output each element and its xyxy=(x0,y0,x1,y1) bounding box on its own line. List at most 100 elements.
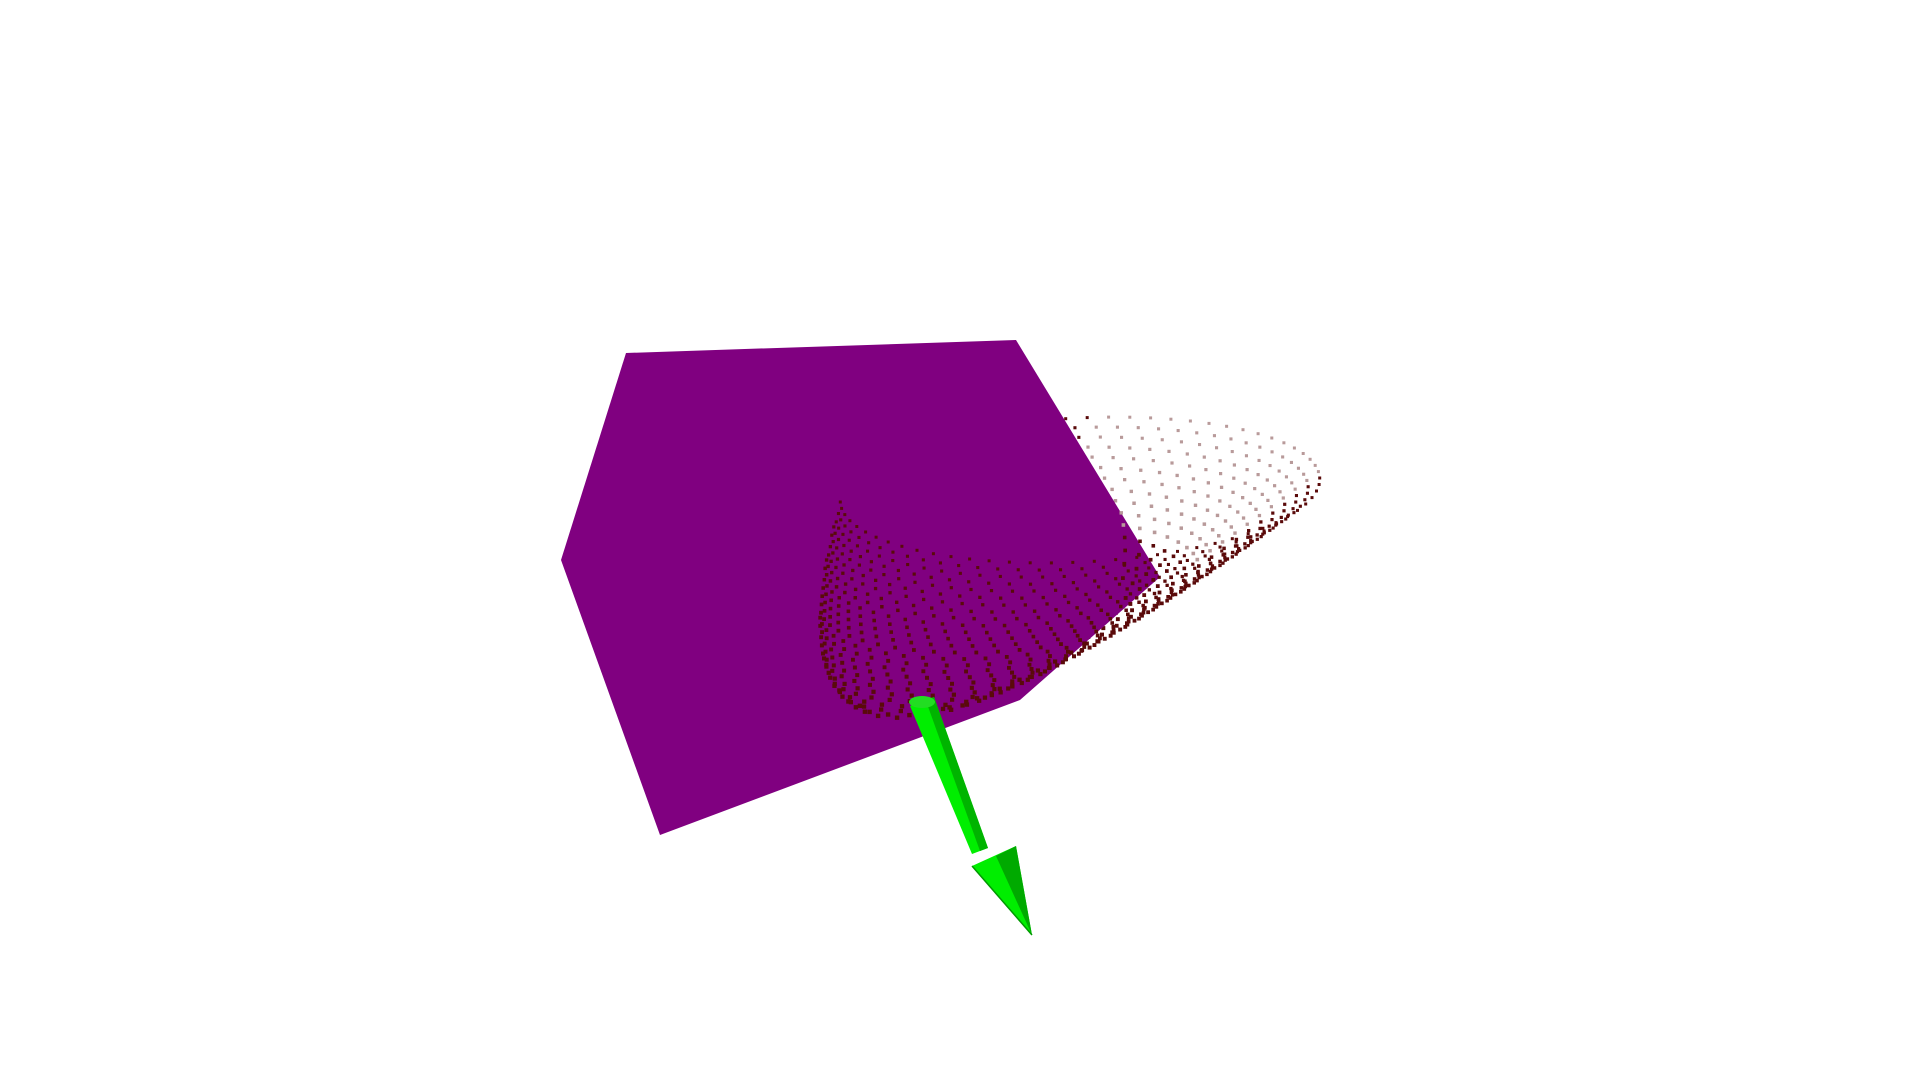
point-cloud-point xyxy=(1167,449,1171,453)
point-cloud-point xyxy=(884,651,888,656)
point-cloud-point xyxy=(1110,487,1114,492)
point-cloud-point xyxy=(1209,555,1214,559)
point-cloud-point xyxy=(1313,463,1317,467)
point-cloud-point xyxy=(1019,680,1024,686)
point-cloud-point xyxy=(950,681,954,686)
point-cloud-point xyxy=(930,693,935,698)
point-cloud-point xyxy=(958,594,962,598)
point-cloud-point xyxy=(1169,575,1173,580)
point-cloud-point xyxy=(859,622,863,627)
point-cloud-point xyxy=(1069,650,1074,655)
point-cloud-point xyxy=(859,630,864,635)
point-cloud-point xyxy=(1075,633,1080,638)
point-cloud-point xyxy=(834,565,838,570)
point-cloud-point xyxy=(877,554,881,558)
point-cloud-point xyxy=(1025,677,1030,682)
point-cloud-point xyxy=(842,543,846,548)
point-cloud-point xyxy=(944,663,949,668)
point-cloud-point xyxy=(1126,612,1130,617)
point-cloud-point xyxy=(858,555,862,559)
point-cloud-point xyxy=(888,582,892,587)
point-cloud-point xyxy=(867,709,872,715)
point-cloud-point xyxy=(1238,548,1242,552)
point-cloud-point xyxy=(1258,526,1262,531)
fitted-plane[interactable] xyxy=(561,340,1160,835)
point-cloud-point xyxy=(891,638,895,642)
arrow-shaft-cap xyxy=(909,696,935,708)
point-cloud-point xyxy=(1140,613,1144,618)
point-cloud-point xyxy=(865,600,870,605)
point-cloud-point xyxy=(903,617,907,622)
point-cloud-point xyxy=(1032,609,1037,613)
point-cloud-point xyxy=(985,630,989,635)
point-cloud-point xyxy=(1062,574,1066,578)
arrow-shaft-shade xyxy=(926,697,988,851)
point-cloud-point xyxy=(1108,595,1113,599)
point-cloud-point xyxy=(1028,657,1033,662)
point-cloud-point xyxy=(1124,608,1128,612)
point-cloud-point xyxy=(882,665,887,670)
point-cloud-point xyxy=(836,537,841,542)
point-cloud-point xyxy=(847,538,851,542)
point-cloud-point xyxy=(1223,519,1228,523)
point-cloud-point xyxy=(1294,500,1298,504)
point-cloud-point xyxy=(822,641,827,646)
point-cloud-point xyxy=(822,578,827,582)
point-cloud-point xyxy=(1142,593,1147,597)
point-cloud-point xyxy=(1154,605,1159,609)
point-cloud-point xyxy=(1012,674,1017,679)
point-cloud-point xyxy=(971,680,976,685)
point-cloud-point xyxy=(1292,511,1296,515)
point-cloud-point xyxy=(1094,425,1098,429)
point-cloud-point xyxy=(822,656,827,661)
point-cloud-point xyxy=(1261,526,1265,530)
point-cloud-point xyxy=(1154,595,1158,600)
point-cloud-point xyxy=(840,660,845,665)
point-cloud-point xyxy=(1129,614,1133,619)
point-cloud-point xyxy=(1084,592,1088,597)
point-cloud-point xyxy=(855,673,860,678)
point-cloud-point xyxy=(983,656,988,661)
point-cloud-point xyxy=(1318,476,1322,480)
point-cloud-point xyxy=(1135,555,1139,559)
point-cloud-point xyxy=(1247,529,1251,533)
normal-vector-arrow[interactable] xyxy=(909,696,1033,936)
point-cloud-point xyxy=(1110,621,1114,625)
point-cloud-point xyxy=(1266,498,1270,502)
point-cloud-point xyxy=(1274,521,1278,525)
point-cloud-point xyxy=(819,602,824,607)
point-cloud-point xyxy=(926,635,930,639)
point-cloud-point xyxy=(1079,611,1083,616)
point-cloud-point xyxy=(1151,544,1156,548)
point-cloud-point xyxy=(1270,518,1274,522)
point-cloud-point xyxy=(1204,542,1208,547)
point-cloud-point xyxy=(1097,585,1101,589)
point-cloud-point xyxy=(823,600,827,605)
point-cloud-point xyxy=(981,603,985,607)
point-cloud-point xyxy=(921,655,925,660)
point-cloud-point xyxy=(942,669,947,674)
point-cloud-point xyxy=(861,582,865,586)
point-cloud-point xyxy=(969,587,973,592)
point-cloud-point xyxy=(989,691,994,696)
point-cloud-point xyxy=(928,642,933,647)
point-cloud-point xyxy=(857,535,861,539)
point-cloud-point xyxy=(1056,637,1060,642)
point-cloud-point xyxy=(828,623,832,627)
point-cloud-point xyxy=(1066,619,1070,623)
point-cloud-point xyxy=(841,571,845,575)
point-cloud-point xyxy=(1054,588,1058,592)
point-cloud-point xyxy=(1281,496,1285,500)
point-cloud-point xyxy=(1175,571,1180,575)
point-cloud-point xyxy=(1107,415,1111,419)
point-cloud-point xyxy=(1142,480,1146,484)
point-cloud-point xyxy=(1028,582,1033,586)
point-cloud-point xyxy=(1136,426,1140,430)
point-cloud-point xyxy=(821,651,825,656)
point-cloud-point xyxy=(824,636,829,641)
point-cloud-point xyxy=(1220,540,1225,544)
point-cloud-point xyxy=(1019,575,1023,579)
point-cloud-point xyxy=(1192,581,1196,585)
